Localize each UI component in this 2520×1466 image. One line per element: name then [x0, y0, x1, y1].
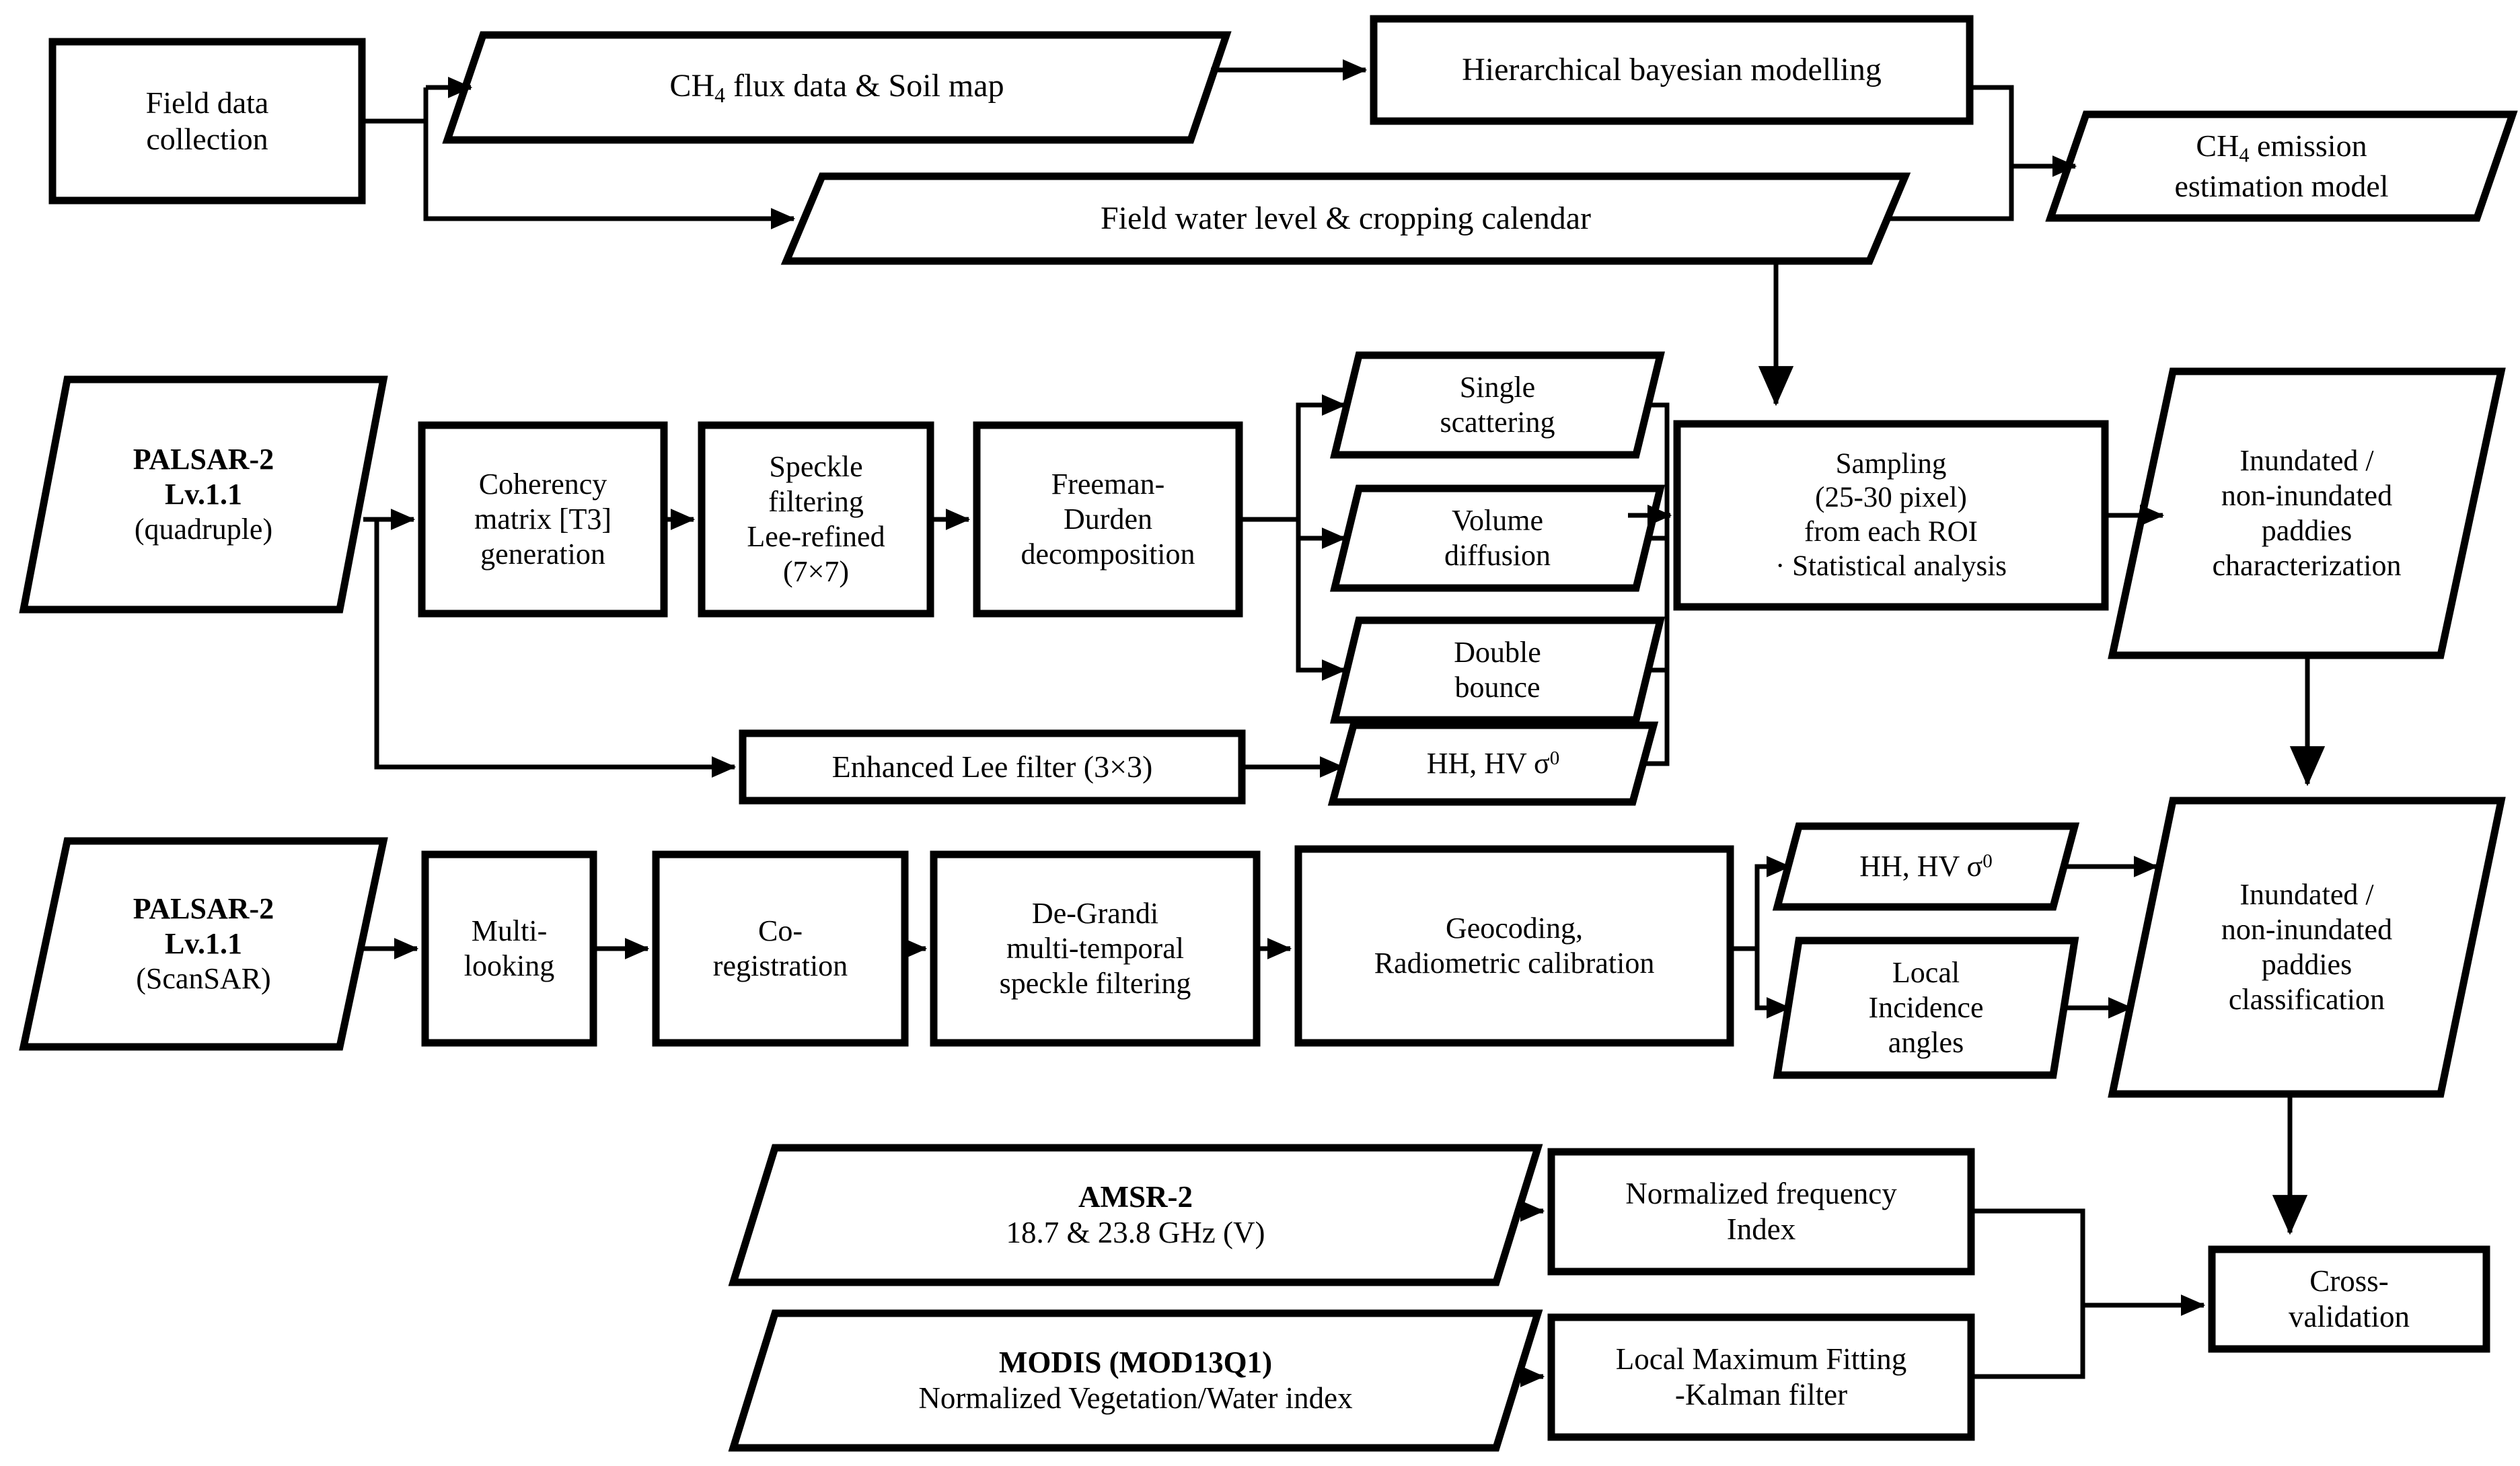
node-normalized-frequency-index: [1547, 1148, 1975, 1276]
edge-palsar2q-branch: [374, 519, 737, 778]
node-hh-hv-sigma0-scansar: [1772, 822, 2080, 911]
node-freeman-durden-decomposition: [973, 421, 1243, 618]
node-hh-hv-sigma0-quad: [1327, 721, 1659, 806]
node-double-bounce: [1330, 616, 1665, 724]
node-inundated-paddies-classification: [2108, 797, 2506, 1098]
node-ch4-flux-soil-map: [442, 31, 1232, 144]
node-field-data-collection: [48, 38, 366, 205]
edge-geocoding-bus-down: [1754, 949, 1791, 1019]
node-speckle-filtering-lee-refined: [698, 421, 934, 618]
edge-freeman-bus: [1239, 394, 1347, 522]
node-inundated-paddies-characterization: [2108, 367, 2506, 659]
node-cross-validation: [2208, 1245, 2490, 1353]
edge-hbm-right-rail: [1970, 85, 2014, 166]
node-local-maximum-fitting-kalman-filter: [1547, 1313, 1975, 1441]
edge-hhhv-quad-to-sampling: [1643, 515, 1670, 766]
node-single-scattering: [1330, 351, 1665, 459]
node-sampling-roi-statistical-analysis: [1673, 420, 2109, 611]
node-de-grandi-speckle-filtering: [930, 850, 1261, 1047]
edge-geocoding-bus: [1730, 855, 1791, 951]
edge-single-to-sampling: [1646, 402, 1670, 515]
node-coherency-matrix-t3-generation: [418, 421, 668, 618]
node-palsar2-quadruple: [19, 375, 388, 614]
node-multi-looking: [421, 850, 597, 1047]
edge-lmf-rail: [1971, 1305, 2085, 1379]
node-hierarchical-bayesian-modelling: [1370, 15, 1974, 125]
node-volume-diffusion: [1330, 484, 1665, 592]
node-amsr-2: [728, 1144, 1543, 1286]
node-field-water-level-cropping-calendar: [780, 172, 1911, 265]
node-modis-mod13q1: [728, 1309, 1543, 1452]
node-palsar2-scansar: [19, 837, 388, 1051]
node-geocoding-radiometric-calibration: [1294, 845, 1734, 1047]
node-local-incidence-angles: [1773, 937, 2079, 1079]
edge-freeman-bus-down: [1296, 519, 1347, 682]
node-ch4-emission-estimation-model: [2045, 110, 2518, 222]
edge-nfi-rail: [1971, 1208, 2085, 1305]
node-co-registration: [652, 850, 909, 1047]
node-enhanced-lee-filter: [739, 729, 1246, 805]
edge-fieldwater-right-rail: [1887, 166, 2014, 221]
